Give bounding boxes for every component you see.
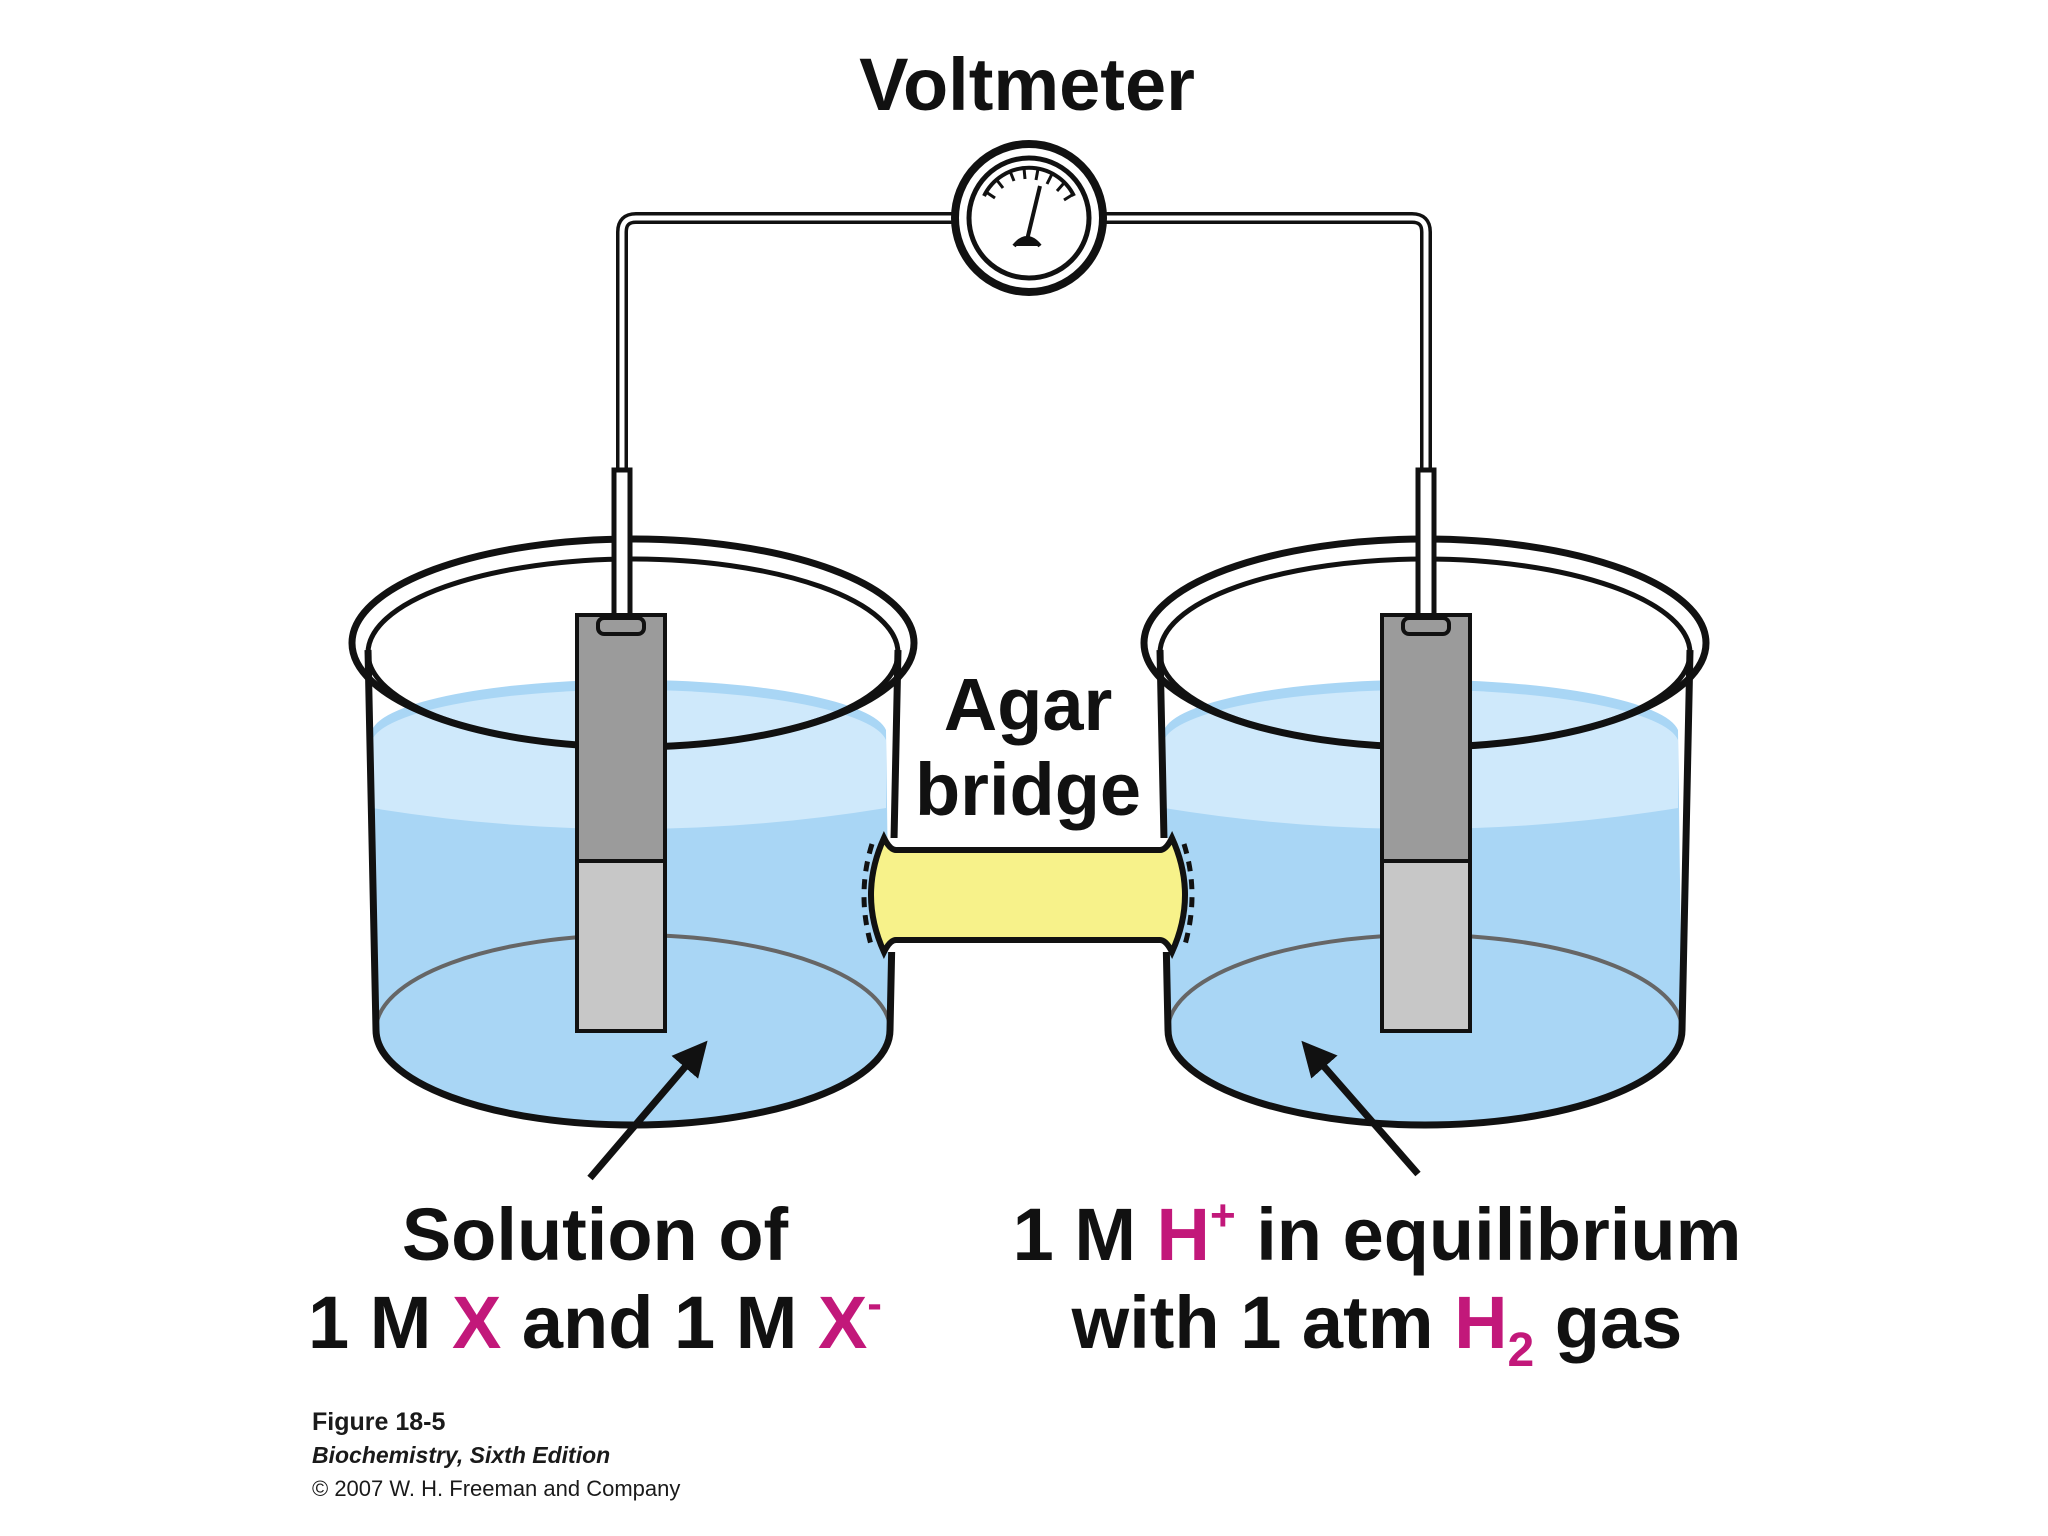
voltmeter-label: Voltmeter <box>859 43 1195 126</box>
agar-bridge-label-line1: Agar <box>944 663 1113 746</box>
left-electrode <box>575 467 667 1033</box>
figure-number: Figure 18-5 <box>312 1408 445 1436</box>
left-solution-label-line2: 1 M X and 1 M X- <box>308 1279 882 1364</box>
right-arrow-icon <box>1301 1040 1421 1177</box>
agar-bridge <box>861 831 1195 959</box>
right-solution-label-line1: 1 M H+ in equilibrium <box>1013 1191 1742 1276</box>
right-electrode <box>1380 467 1472 1033</box>
wire-circuit <box>616 212 1432 476</box>
left-solution-label-line1: Solution of <box>402 1193 789 1276</box>
copyright-line: © 2007 W. H. Freeman and Company <box>312 1476 680 1501</box>
left-arrow-icon <box>587 1040 708 1181</box>
voltmeter-dial-icon <box>951 140 1107 296</box>
agar-bridge-label-line2: bridge <box>915 748 1141 831</box>
book-title: Biochemistry, Sixth Edition <box>312 1442 610 1468</box>
right-solution-label-line2: with 1 atm H2 gas <box>1071 1281 1683 1377</box>
